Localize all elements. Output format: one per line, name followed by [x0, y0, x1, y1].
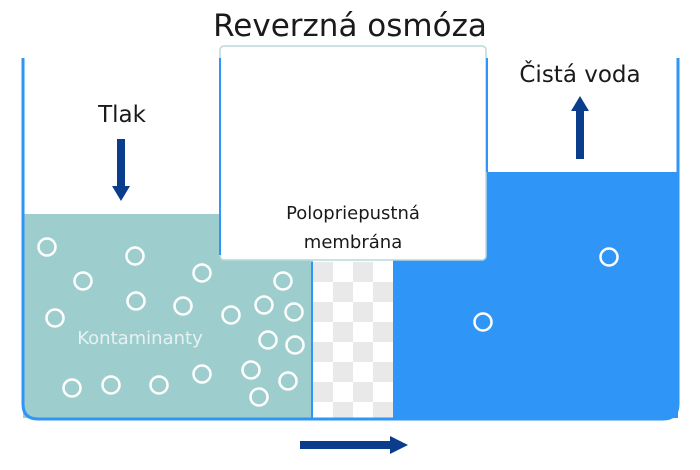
- membrane-label: Polopriepustná membrána: [222, 199, 484, 257]
- contaminant-particle: [254, 295, 274, 315]
- contaminant-particle: [126, 291, 146, 311]
- clean-water-label: Čistá voda: [519, 62, 641, 88]
- contaminant-particle: [221, 305, 241, 325]
- contaminant-particle: [241, 360, 261, 380]
- contaminant-particle: [273, 271, 293, 291]
- flow-arrow-right-icon: [300, 436, 408, 454]
- contaminant-particles: [37, 237, 305, 407]
- contaminant-particle: [62, 378, 82, 398]
- contaminant-particle: [73, 271, 93, 291]
- contaminant-particle: [101, 375, 121, 395]
- contaminant-particle: [192, 364, 212, 384]
- contaminant-particle: [285, 335, 305, 355]
- container-outline: [21, 58, 680, 421]
- contaminant-particle: [45, 308, 65, 328]
- water-particle: [473, 312, 493, 332]
- clean-water-particles: [473, 247, 619, 332]
- contaminant-particle: [192, 263, 212, 283]
- contaminant-particle: [173, 296, 193, 316]
- contaminant-particle: [258, 330, 278, 350]
- contaminants-label: Kontaminanty: [77, 328, 203, 349]
- membrane-label-line2: membrána: [303, 232, 403, 253]
- diagram-title: Reverzná osmóza: [213, 8, 487, 44]
- pressure-label: Tlak: [98, 102, 146, 128]
- contaminant-particle: [149, 375, 169, 395]
- contaminant-particle: [125, 246, 145, 266]
- contaminant-particle: [249, 387, 269, 407]
- contaminant-particle: [278, 371, 298, 391]
- contaminant-particle: [37, 237, 57, 257]
- clean-water-arrow-up-icon: [571, 96, 589, 159]
- membrane-label-line1: Polopriepustná: [286, 203, 420, 224]
- pressure-arrow-down-icon: [112, 139, 130, 201]
- membrane: [313, 262, 393, 418]
- contaminant-particle: [284, 302, 304, 322]
- water-particle: [599, 247, 619, 267]
